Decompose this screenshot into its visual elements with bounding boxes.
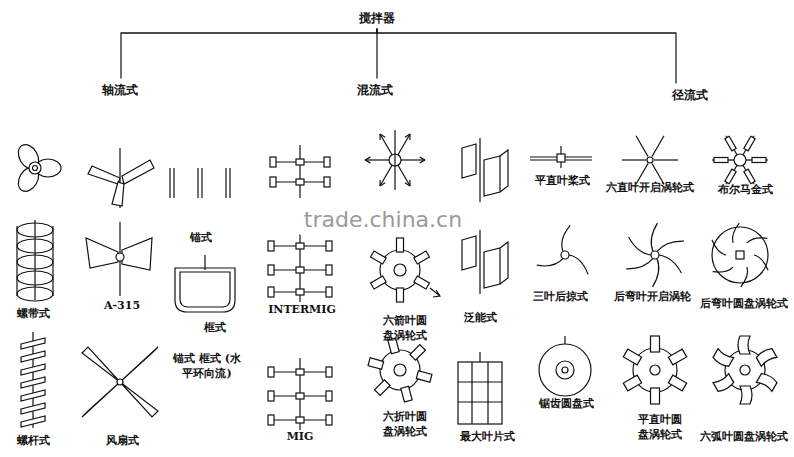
impeller-label: 最大叶片式 (460, 430, 515, 445)
impeller-label: 平直叶圆 盘涡轮式 (635, 413, 686, 443)
impeller-label: 泛能式 (464, 311, 497, 326)
impeller-label: 后弯叶开启涡轮 (614, 290, 691, 305)
impeller-label: 风扇式 (106, 434, 139, 449)
impeller-drawings (14, 130, 778, 430)
node-text: 径流式 (672, 88, 708, 102)
impeller-label: 框式 (204, 321, 226, 336)
node-text: 混流式 (357, 83, 393, 97)
impeller-label: 锚式 框式 (水平环向流) (169, 352, 246, 382)
bracket-bar (121, 32, 676, 33)
impeller-label: A-315 (104, 299, 140, 314)
impeller-label: 布尔马金式 (718, 183, 773, 198)
impeller-label: MIG (287, 430, 314, 445)
impeller-label: 螺杆式 (17, 434, 50, 449)
category-node: 轴流式 (99, 81, 141, 100)
impeller-label: 六折叶圆 盘涡轮式 (380, 410, 431, 440)
impeller-label: 平直叶桨式 (535, 174, 590, 189)
impeller-label: 锚式 (190, 231, 212, 246)
title-node: 搅拌器 (356, 9, 398, 28)
impeller-label: 螺带式 (17, 307, 50, 322)
category-node: 混流式 (354, 81, 396, 100)
impeller-label: 六箭叶圆 盘涡轮式 (380, 314, 431, 344)
watermark: trade.china.cn (300, 205, 466, 235)
tree-branch (376, 29, 377, 79)
impeller-label: INTERMIG (268, 303, 336, 318)
node-text: 搅拌器 (359, 11, 395, 25)
impeller-label: 三叶后掠式 (533, 290, 588, 305)
impeller-label: 六直叶开启涡轮式 (606, 181, 694, 196)
tree-branch (377, 29, 676, 84)
category-node: 径流式 (669, 86, 711, 105)
impeller-label: 后弯叶圆盘涡轮式 (700, 297, 788, 312)
tree-branch (121, 29, 377, 79)
impeller-label: 六弧叶圆盘涡轮式 (700, 430, 788, 445)
node-text: 轴流式 (102, 83, 138, 97)
impeller-label: 锯齿圆盘式 (539, 397, 594, 412)
